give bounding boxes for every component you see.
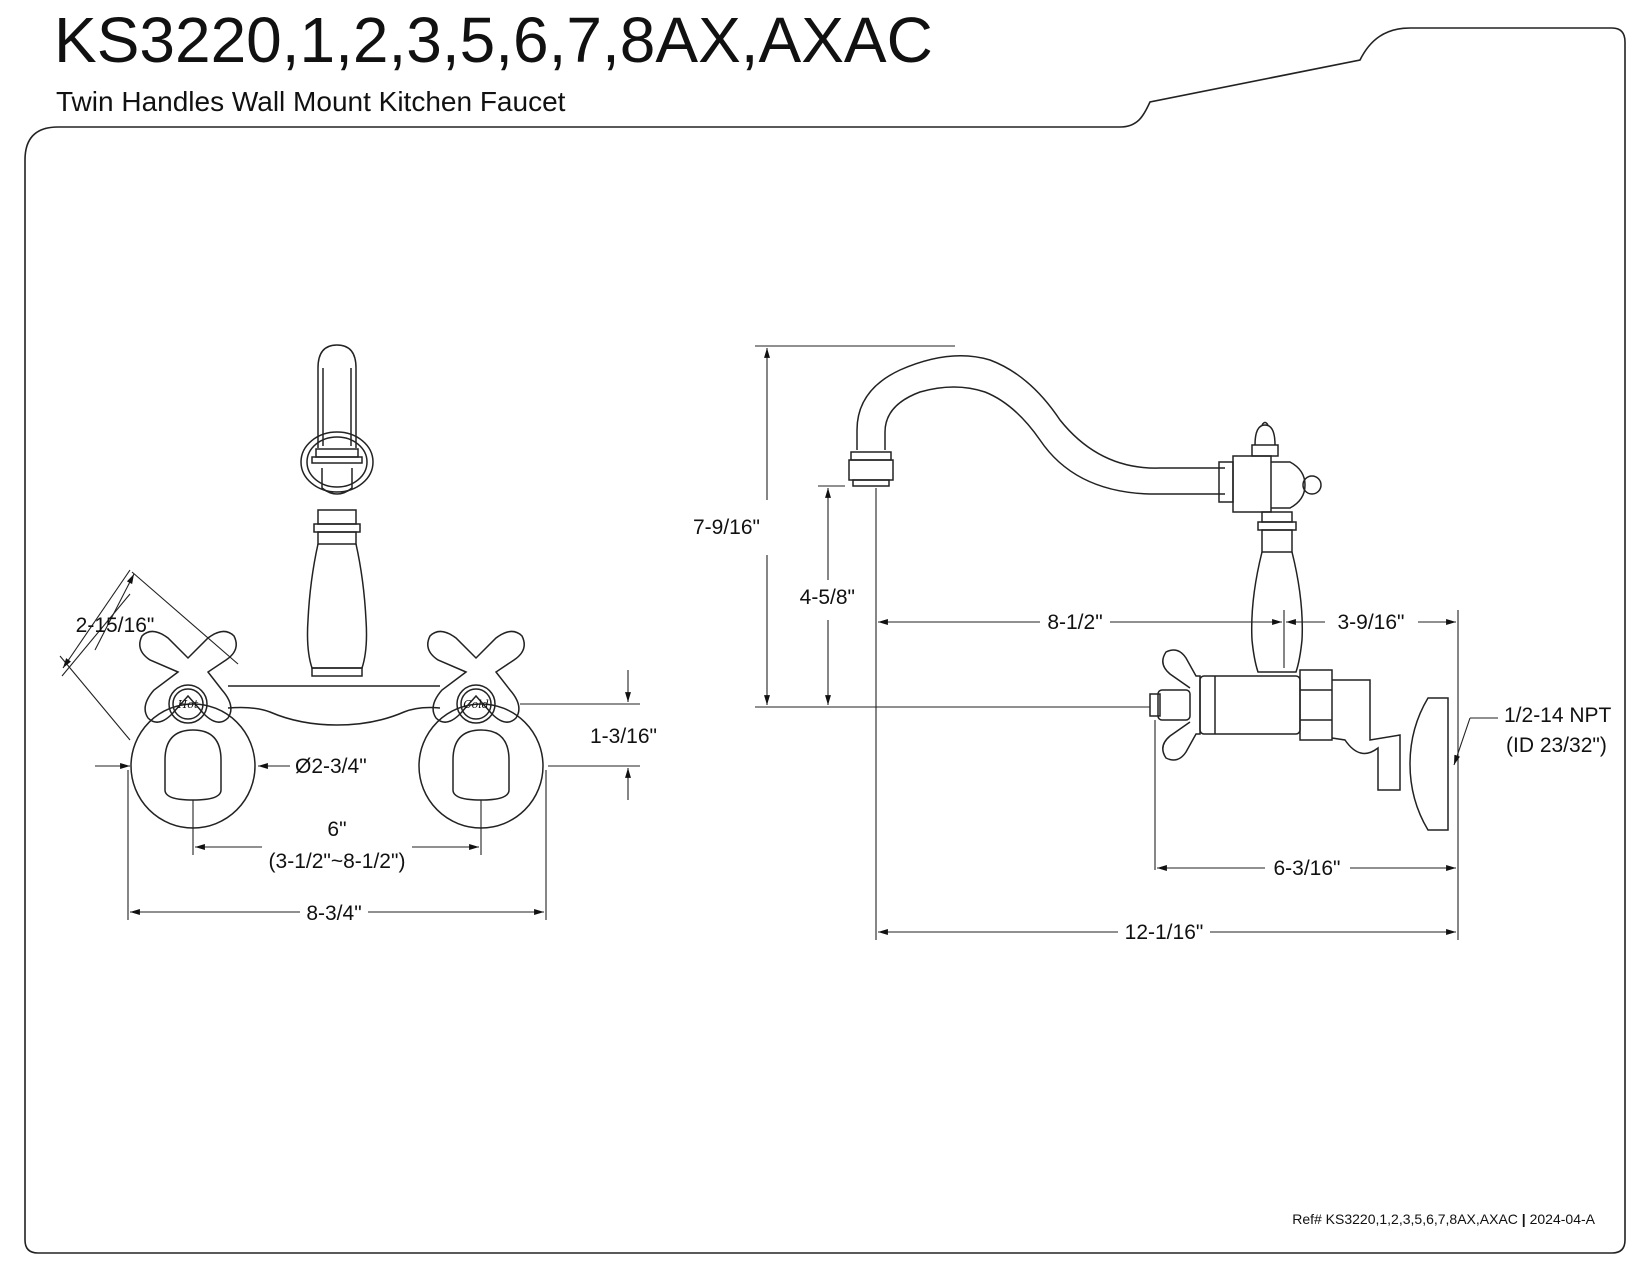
side-elbow	[1331, 679, 1401, 791]
dim-overall-depth: 12-1/16"	[1125, 921, 1204, 944]
dim-center-spacing: 6"	[327, 818, 346, 841]
reference-number: Ref# KS3220,1,2,3,5,6,7,8AX,AXAC	[1292, 1211, 1518, 1227]
dim-spout-reach: 8-1/2"	[1047, 611, 1102, 634]
left-cross-handle	[139, 630, 237, 723]
spout-collar	[315, 448, 359, 458]
front-dimension-lines	[59, 569, 640, 920]
reference-footer: Ref# KS3220,1,2,3,5,6,7,8AX,AXAC | 2024-…	[1292, 1211, 1595, 1227]
reference-version: 2024-04-A	[1529, 1211, 1595, 1227]
side-valve-body	[1232, 455, 1272, 513]
sheet-frame-tab	[1120, 28, 1412, 127]
dim-inner-diameter: (ID 23/32")	[1506, 734, 1607, 757]
dim-thread: 1/2-14 NPT	[1504, 704, 1612, 727]
dim-flange-diameter: Ø2-3/4"	[295, 755, 367, 778]
side-spout	[856, 355, 1225, 469]
dim-handle-to-wall: 6-3/16"	[1274, 857, 1341, 880]
sheet-frame	[24, 27, 1626, 1254]
page-subtitle: Twin Handles Wall Mount Kitchen Faucet	[56, 86, 566, 117]
side-nut	[1299, 669, 1333, 741]
crossbar	[227, 685, 441, 726]
faucet-body	[306, 543, 368, 669]
dim-handle-span: 2-15/16"	[76, 614, 155, 637]
dim-body-to-wall: 3-9/16"	[1338, 611, 1405, 634]
spout-tip	[317, 344, 357, 448]
dim-total-height: 7-9/16"	[693, 516, 760, 539]
page-title: KS3220,1,2,3,5,6,7,8AX,AXAC	[54, 4, 933, 76]
side-spout-collar	[850, 451, 892, 461]
right-cross-handle	[427, 630, 525, 723]
dim-overall-width: 8-3/4"	[306, 902, 361, 925]
side-cross-handle	[1162, 649, 1201, 761]
side-view	[848, 355, 1449, 831]
cold-index-label: Cold	[463, 698, 489, 711]
side-wall-flange	[1409, 697, 1449, 831]
dim-flange-height: 1-3/16"	[590, 725, 657, 748]
hot-index-label: Hot	[177, 698, 199, 711]
side-dimension-lines	[755, 345, 1498, 940]
dim-center-range: (3-1/2"~8-1/2")	[269, 850, 406, 873]
reference-separator: |	[1521, 1211, 1526, 1227]
dim-spout-height: 4-5/8"	[800, 586, 855, 609]
